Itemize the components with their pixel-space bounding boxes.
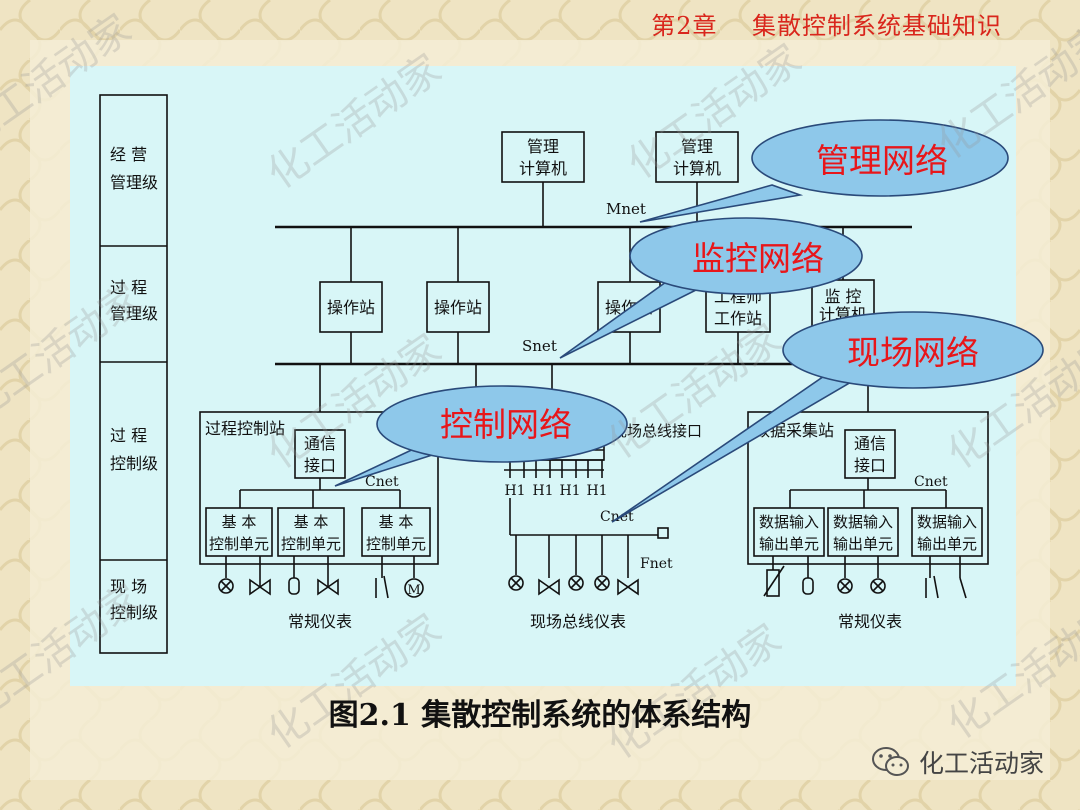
mnet-label: Mnet: [606, 200, 646, 218]
snet-label: Snet: [522, 337, 557, 355]
level-label: 现 场: [110, 577, 147, 596]
comm-label: 接口: [304, 456, 336, 475]
callout-control: 控制网络: [334, 385, 628, 487]
unit-label: 控制单元: [209, 535, 269, 553]
unit-label: 基 本: [222, 513, 257, 531]
callout-field: 现场网络: [611, 311, 1044, 523]
unit-label: 控制单元: [281, 535, 341, 553]
callout-text: 监控网络: [692, 239, 824, 278]
header-title: 第2章 集散控制系统基础知识: [651, 12, 1002, 40]
level-label: 控制级: [110, 603, 158, 622]
level-label: 经 营: [110, 145, 147, 164]
level-label: 控制级: [110, 454, 158, 473]
station-label: 操作站: [327, 298, 375, 317]
comm-label: 通信: [854, 434, 886, 453]
mgmt-computer-label: 管理: [681, 137, 713, 156]
unit-label: 数据输入: [917, 513, 977, 531]
station-label: 工作站: [714, 309, 762, 328]
cnet-label: Cnet: [365, 474, 399, 490]
h1-label: H1: [504, 483, 525, 499]
level-label: 管理级: [110, 173, 158, 192]
data-acquisition-station: 数据采集站 通信 接口 Cnet 数据输入 输出单元 数据输入 输出单元 数据输…: [747, 411, 989, 631]
fieldbus-section: H1 H1 H1 H1 现场总线接口 Cnet Fnet 现场总线仪表: [497, 411, 702, 631]
instrument-group-label: 常规仪表: [838, 612, 902, 631]
instrument-symbols: [218, 575, 424, 599]
callout-management: 管理网络: [639, 119, 1009, 223]
unit-label: 基 本: [379, 513, 414, 531]
cnet-label: Cnet: [914, 474, 948, 490]
comm-label: 通信: [304, 434, 336, 453]
comm-label: 接口: [854, 456, 886, 475]
callout-text: 现场网络: [847, 333, 979, 372]
unit-label: 数据输入: [759, 513, 819, 531]
instrument-group-label: 现场总线仪表: [530, 612, 626, 631]
process-control-station: 过程控制站 通信 接口 Cnet 基 本 控制单元 基 本 控制单元 基 本 控…: [199, 411, 439, 631]
unit-label: 控制单元: [366, 535, 426, 553]
mgmt-computer-label: 管理: [527, 137, 559, 156]
level-label: 过 程: [110, 426, 147, 445]
level-column: 经 营 管理级 过 程 管理级 过 程 控制级 现 场 控制级: [99, 94, 168, 654]
unit-label: 输出单元: [917, 535, 977, 553]
mgmt-computer-label: 计算机: [673, 159, 721, 178]
unit-label: 输出单元: [833, 535, 893, 553]
management-computers: 管理 计算机 管理 计算机: [501, 131, 739, 227]
unit-label: 输出单元: [759, 535, 819, 553]
callout-text: 管理网络: [816, 141, 948, 180]
h1-label: H1: [586, 483, 607, 499]
fnet-label: Fnet: [640, 556, 673, 572]
station-title: 过程控制站: [205, 419, 285, 438]
level-label: 管理级: [110, 304, 158, 323]
brand-badge: 化工活动家: [871, 744, 1044, 780]
wechat-icon: [871, 747, 909, 776]
mgmt-computer-label: 计算机: [519, 159, 567, 178]
station-label: 监 控: [824, 287, 861, 306]
fieldbus-interface-label: 现场总线接口: [612, 422, 702, 440]
motor-symbol: M: [407, 583, 420, 598]
h1-label: H1: [559, 483, 580, 499]
figure-caption: 图2.1 集散控制系统的体系结构: [328, 698, 752, 733]
level-label: 过 程: [110, 278, 147, 297]
instrument-group-label: 常规仪表: [288, 612, 352, 631]
callout-supervisory: 监控网络: [559, 217, 863, 359]
station-label: 操作站: [434, 298, 482, 317]
unit-label: 基 本: [294, 513, 329, 531]
unit-label: 数据输入: [833, 513, 893, 531]
h1-label: H1: [532, 483, 553, 499]
brand-label: 化工活动家: [918, 749, 1044, 778]
callout-text: 控制网络: [440, 405, 572, 444]
